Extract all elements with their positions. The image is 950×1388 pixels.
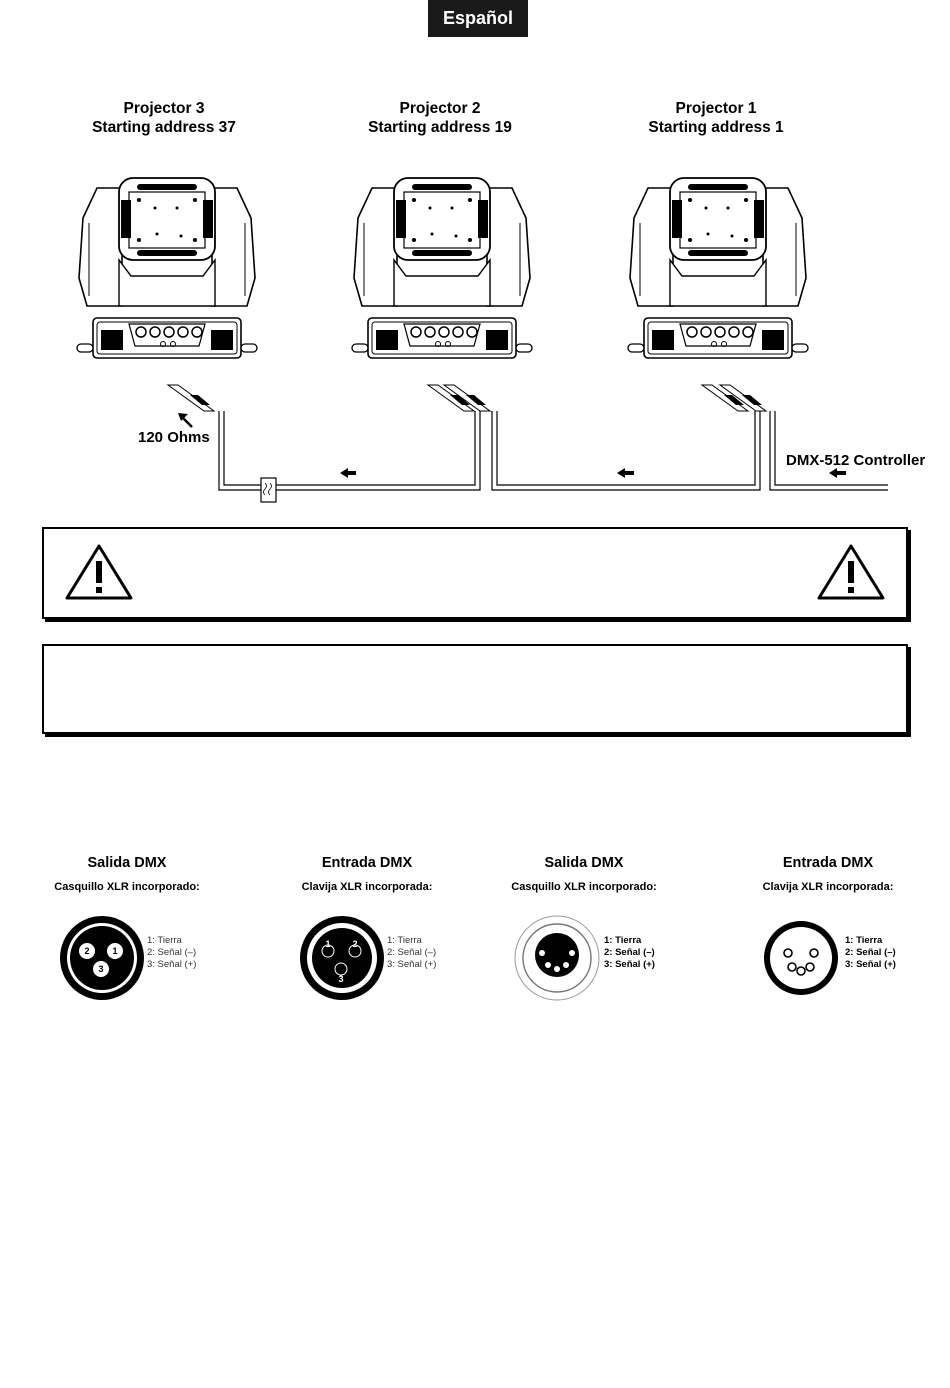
projector-3-label: Projector 3 Starting address 37 — [64, 99, 264, 137]
connector-subtitle: Casquillo XLR incorporado: — [511, 881, 657, 893]
dmx-wiring-diagram — [76, 177, 888, 503]
connector-subtitle: Clavija XLR incorporada: — [301, 881, 433, 893]
projector-name: Projector 3 — [123, 100, 205, 117]
svg-text:2: 2 — [352, 939, 357, 949]
controller-label: DMX-512 Controller — [786, 452, 926, 469]
pin-1-label: 1: Tierra — [387, 935, 422, 946]
pin-2-label: 2: Señal (–) — [845, 947, 896, 958]
warning-icon — [817, 544, 885, 600]
pin-1-label: 1: Tierra — [845, 935, 883, 946]
xlr-5pin-male-icon — [764, 921, 838, 995]
projector-name: Projector 1 — [675, 100, 757, 117]
connector-input-3pin: Entrada DMX Clavija XLR incorporada: 1 2… — [257, 855, 477, 1000]
pin-2-label: 2: Señal (–) — [387, 947, 437, 958]
connector-output-3pin: Salida DMX Casquillo XLR incorporado: 2 … — [17, 855, 237, 1000]
pin-2-label: 2: Señal (–) — [147, 947, 197, 958]
connector-title: Salida DMX — [87, 855, 167, 871]
moving-head-projector-1 — [627, 177, 809, 359]
moving-head-projector-2 — [351, 177, 533, 359]
projector-address: Starting address 1 — [648, 119, 784, 136]
pin-legend: 1: Tierra 2: Señal (–) 3: Señal (+) — [604, 935, 655, 971]
connector-input-5pin: Entrada DMX Clavija XLR incorporada: 1: … — [718, 855, 938, 995]
projector-1-label: Projector 1 Starting address 1 — [616, 99, 816, 137]
xlr-5pin-female-icon — [514, 915, 600, 1001]
xlr-3pin-female-icon: 2 1 3 — [60, 916, 144, 1000]
pin-3-label: 3: Señal (+) — [147, 959, 197, 970]
terminator-label: 120 Ohms — [138, 429, 210, 446]
projector-address: Starting address 37 — [92, 119, 236, 136]
language-badge: Español — [428, 0, 528, 37]
pin-legend: 1: Tierra 2: Señal (–) 3: Señal (+) — [845, 935, 896, 971]
connector-subtitle: Casquillo XLR incorporado: — [54, 881, 200, 893]
pin-3-label: 3: Señal (+) — [845, 959, 896, 970]
svg-text:3: 3 — [98, 964, 103, 974]
pin-2-label: 2: Señal (–) — [604, 947, 655, 958]
projector-2-label: Projector 2 Starting address 19 — [340, 99, 540, 137]
pin-legend: 1: Tierra 2: Señal (–) 3: Señal (+) — [387, 935, 436, 971]
projector-name: Projector 2 — [399, 100, 481, 117]
connector-title: Salida DMX — [544, 855, 624, 871]
svg-text:3: 3 — [338, 974, 343, 984]
connector-title: Entrada DMX — [782, 855, 874, 871]
warning-box — [42, 527, 908, 619]
warning-icon — [65, 544, 133, 600]
projector-address: Starting address 19 — [368, 119, 512, 136]
xlr-3pin-male-icon: 1 2 3 — [300, 916, 384, 1000]
connector-subtitle: Clavija XLR incorporada: — [762, 881, 894, 893]
connector-title: Entrada DMX — [321, 855, 413, 871]
svg-text:2: 2 — [84, 946, 89, 956]
note-box — [42, 644, 908, 734]
pin-3-label: 3: Señal (+) — [387, 959, 437, 970]
cable-plug — [167, 384, 215, 412]
svg-text:1: 1 — [325, 939, 330, 949]
svg-text:1: 1 — [112, 946, 117, 956]
moving-head-projector-3 — [76, 177, 258, 359]
pin-1-label: 1: Tierra — [604, 935, 642, 946]
pin-1-label: 1: Tierra — [147, 935, 182, 946]
connector-output-5pin: Salida DMX Casquillo XLR incorporado: 1:… — [474, 855, 694, 1001]
pin-legend: 1: Tierra 2: Señal (–) 3: Señal (+) — [147, 935, 196, 971]
pin-3-label: 3: Señal (+) — [604, 959, 655, 970]
